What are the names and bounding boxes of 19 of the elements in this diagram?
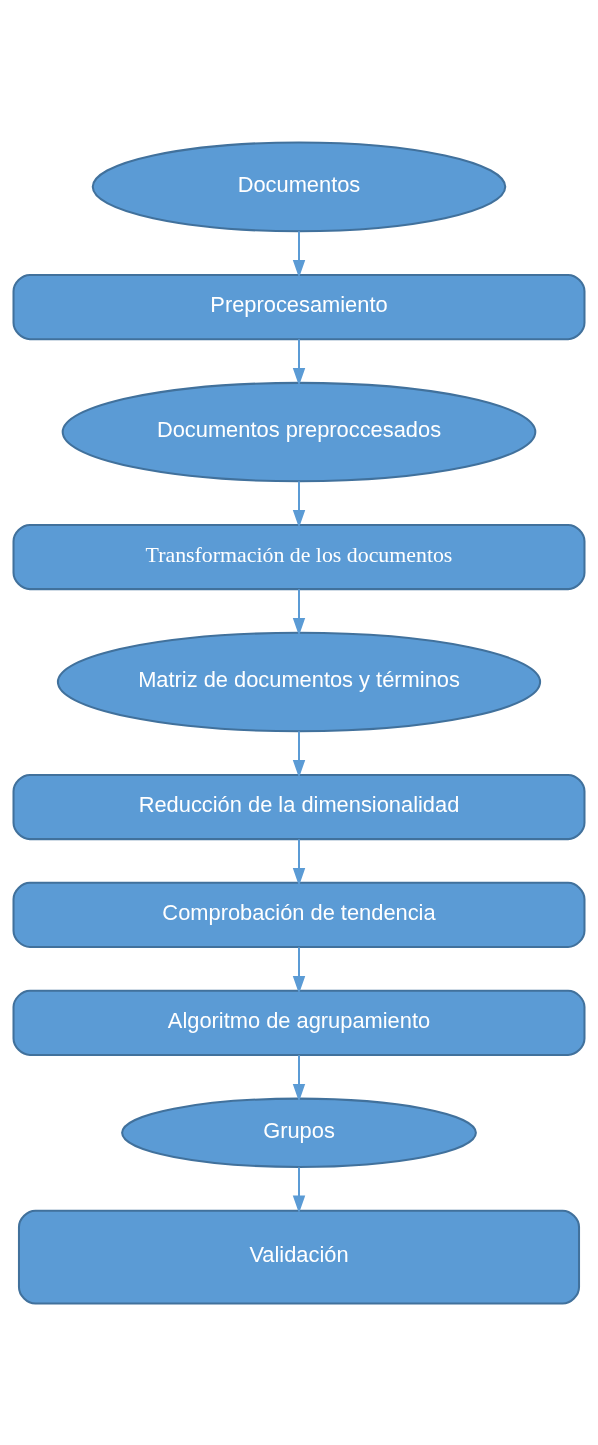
arrow xyxy=(292,838,306,886)
node-box: Validación xyxy=(17,1209,581,1305)
node-box: Transformación de los documentos xyxy=(12,523,586,590)
node-ellipse: Matriz de documentos y términos xyxy=(56,631,542,732)
arrow xyxy=(292,480,306,528)
arrow xyxy=(292,730,306,778)
node-box: Algoritmo de agrupamiento xyxy=(12,989,586,1056)
arrow xyxy=(292,1054,306,1102)
arrow xyxy=(292,1166,306,1213)
node-box: Comprobación de tendencia xyxy=(12,881,586,948)
arrow xyxy=(292,338,306,386)
node-ellipse: Grupos xyxy=(121,1097,477,1168)
arrow xyxy=(292,588,306,636)
node-ellipse: Documentos preproccesados xyxy=(61,381,537,482)
arrow xyxy=(292,946,306,994)
arrow xyxy=(292,230,306,278)
node-box: Preprocesamiento xyxy=(12,273,586,340)
node-box: Reducción de la dimensionalidad xyxy=(12,773,586,840)
node-ellipse: Documentos xyxy=(91,140,507,232)
